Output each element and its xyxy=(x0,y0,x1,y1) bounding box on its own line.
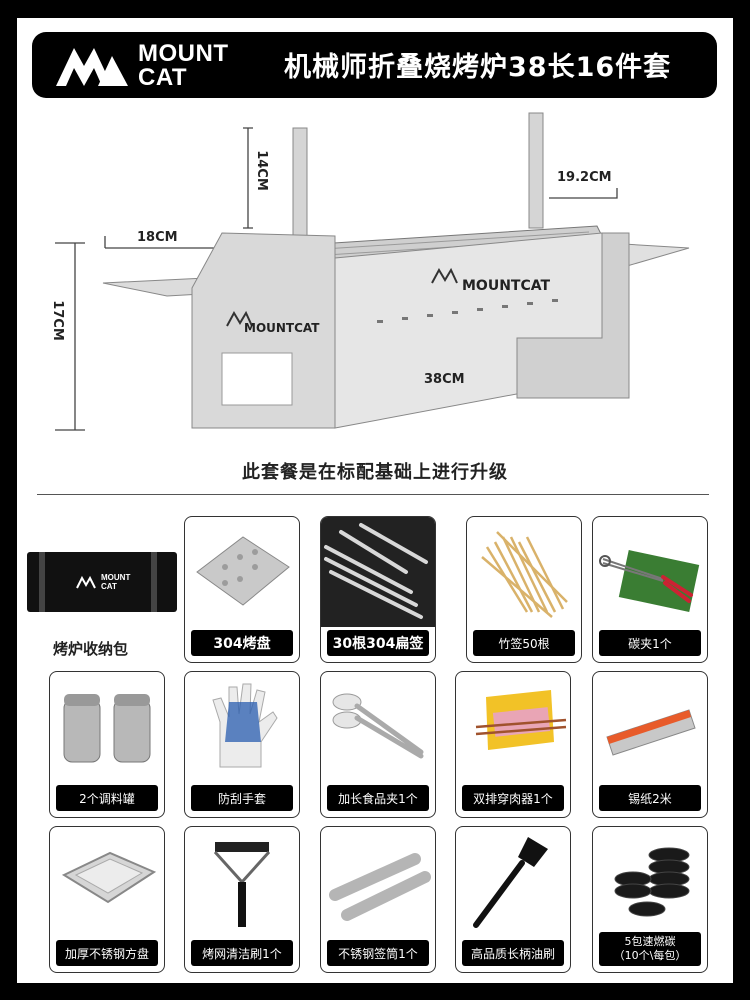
dim-length: 38CM xyxy=(424,372,465,387)
package-subtitle: 此套餐是在标配基础上进行升级 xyxy=(242,462,508,483)
accessory-card-cleaning-brush: 烤网清洁刷1个 xyxy=(184,826,300,973)
item-label: 双排穿肉器1个 xyxy=(462,785,564,811)
bag-brand-line2: CAT xyxy=(101,582,117,591)
item-label: 不锈钢签筒1个 xyxy=(327,940,429,966)
accessory-card-charcoal: 5包速燃碳 （10个\每包） xyxy=(592,826,708,973)
accessory-card-seasoning-jars: 2个调料罐 xyxy=(49,671,165,818)
item-label: 高品质长柄油刷 xyxy=(462,940,564,966)
item-label: 碳夹1个 xyxy=(599,630,701,656)
food-tongs-icon xyxy=(332,693,424,759)
product-image: 14CM 19.2CM 18CM 17CM 38CM MOUNTCAT MOUN… xyxy=(17,108,733,453)
bag-brand-line1: MOUNT xyxy=(101,573,131,582)
storage-bag-label: 烤炉收纳包 xyxy=(53,640,129,658)
skewer-icon xyxy=(321,517,435,627)
charcoal-icon xyxy=(614,847,690,917)
foil-roll-icon xyxy=(606,709,696,756)
accessory-card-oil-brush: 高品质长柄油刷 xyxy=(455,826,571,973)
storage-bag-icon xyxy=(27,552,177,612)
seasoning-jar-icon xyxy=(63,694,151,763)
brand-line2: CAT xyxy=(138,64,188,91)
item-label-line2: （10个\每包） xyxy=(613,949,687,962)
item-label: 5包速燃碳 （10个\每包） xyxy=(599,932,701,966)
accessory-card-square-plate: 加厚不锈钢方盘 xyxy=(49,826,165,973)
cleaning-brush-icon xyxy=(213,842,271,927)
accessory-card-skewer-tube: 不锈钢签筒1个 xyxy=(320,826,436,973)
item-label: 防刮手套 xyxy=(191,785,293,811)
product-brand-mark-side: MOUNTCAT xyxy=(244,321,320,335)
item-label: 30根304扁签 xyxy=(327,630,429,656)
divider xyxy=(37,494,709,495)
header-banner: MOUNT CAT 机械师折叠烧烤炉38长16件套 xyxy=(32,32,717,98)
dim-height: 17CM xyxy=(49,300,65,341)
skewer-tube-icon xyxy=(329,853,431,921)
accessory-card-grill-tray: 304烤盘 xyxy=(184,516,300,663)
item-label: 加长食品夹1个 xyxy=(327,785,429,811)
brand-line1: MOUNT xyxy=(138,40,229,67)
charcoal-tongs-icon xyxy=(599,550,700,612)
accessory-card-foil: 锡纸2米 xyxy=(592,671,708,818)
brand-logo: MOUNT CAT xyxy=(54,38,284,92)
accessory-card-charcoal-tongs: 碳夹1个 xyxy=(592,516,708,663)
dim-side-width: 18CM xyxy=(137,230,178,245)
accessory-card-gloves: 防刮手套 xyxy=(184,671,300,818)
storage-bag-image: MOUNT CAT xyxy=(27,552,177,612)
item-label: 烤网清洁刷1个 xyxy=(191,940,293,966)
item-label: 304烤盘 xyxy=(191,630,293,656)
item-label: 竹签50根 xyxy=(473,630,575,656)
dim-side-depth: 19.2CM xyxy=(557,170,612,185)
oil-brush-icon xyxy=(473,837,548,928)
glove-icon xyxy=(212,683,278,768)
page-title: 机械师折叠烧烤炉38长16件套 xyxy=(284,52,672,83)
grill-tray-icon xyxy=(196,536,290,606)
item-label: 锡纸2米 xyxy=(599,785,701,811)
accessory-card-flat-skewers: 30根304扁签 xyxy=(320,516,436,663)
square-plate-icon xyxy=(61,851,157,904)
bamboo-skewer-icon xyxy=(481,531,568,618)
meat-skewer-tool-icon xyxy=(475,690,567,750)
accessory-card-food-tongs: 加长食品夹1个 xyxy=(320,671,436,818)
page-panel: MOUNT CAT 机械师折叠烧烤炉38长16件套 xyxy=(17,18,733,983)
accessory-card-bamboo-skewers: 竹签50根 xyxy=(466,516,582,663)
item-label-line1: 5包速燃碳 xyxy=(624,935,676,948)
mountcat-logo-icon xyxy=(56,48,128,86)
item-label: 加厚不锈钢方盘 xyxy=(56,940,158,966)
dim-height-top: 14CM xyxy=(253,150,269,191)
accessory-card-meat-skewer-tool: 双排穿肉器1个 xyxy=(455,671,571,818)
item-label: 2个调料罐 xyxy=(56,785,158,811)
product-brand-mark: MOUNTCAT xyxy=(462,278,551,294)
